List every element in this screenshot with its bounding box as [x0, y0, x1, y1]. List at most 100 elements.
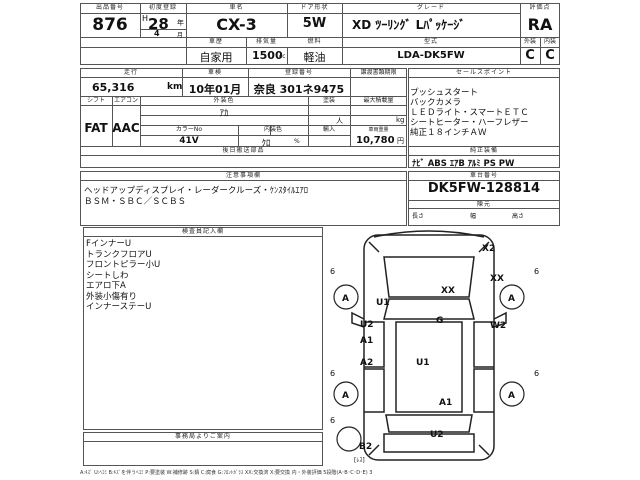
chassis-label: 車台番号	[469, 172, 498, 179]
mark-b2: B2	[359, 442, 372, 452]
mark-u2: U2	[360, 320, 374, 330]
inspector-note: インナーステーU	[86, 302, 152, 312]
year-unit: 年	[177, 19, 184, 27]
mark-a: A	[508, 391, 515, 401]
left-front-door	[364, 321, 385, 368]
mark-a: A	[342, 294, 349, 304]
auction-sheet: 出品番号 初度登録 車名 ドア形状 グレード 評価点 876 H 28 年 4 …	[80, 3, 560, 477]
tire-mark-spare: 6	[330, 416, 335, 425]
type-label: 型式	[423, 38, 438, 45]
trunk	[383, 433, 475, 453]
selling-point: バックカメラ	[410, 98, 462, 108]
front-bumper	[373, 230, 485, 238]
usage-label: 車歴	[208, 38, 223, 45]
ac-label: エアコン	[113, 97, 138, 104]
color-no-value: 41V	[179, 136, 199, 146]
weight-value: 10,780	[356, 135, 395, 146]
shift-value: FAT	[84, 121, 108, 135]
length-label: 長さ	[412, 213, 425, 220]
inspection-value: 10年01月	[188, 83, 242, 96]
reizu-mark: [ﾚｽ]	[354, 457, 365, 464]
interior-color-label: 内装色	[263, 126, 282, 133]
left-mirror	[351, 311, 365, 328]
transfer-label: 譲渡書類期限	[360, 69, 397, 76]
mark-a2: A2	[360, 358, 373, 368]
mark-g: G	[436, 316, 443, 326]
inspector-note: 外装小傷有り	[86, 291, 138, 302]
inspector-note: フロントピラー小U	[86, 260, 161, 270]
tire-left-front	[333, 284, 359, 310]
inspector-note: シートしわ	[86, 270, 129, 281]
lot-no-label: 出品番号	[95, 4, 124, 11]
shift-label: シフト	[86, 97, 105, 104]
reg-year: 28	[148, 15, 169, 33]
ac-value: AAC	[112, 121, 140, 135]
notes-label: 注意事項欄	[225, 172, 261, 179]
mark-a: A	[508, 294, 515, 304]
ext-label: 外装	[523, 38, 536, 45]
car-damage-diagram: 6 6 6 6 6 A A A A X2 XX XX U1 G U2 A1 W2…	[330, 230, 539, 464]
displacement-value: 1500	[252, 49, 283, 62]
mark-a1: A1	[439, 398, 452, 408]
exterior-color-value: ｱｶ	[219, 109, 229, 119]
reg-no-value: 奈良 301ネ9475	[253, 83, 345, 96]
displacement-label: 排気量	[255, 38, 277, 45]
mark-u1: U1	[376, 298, 390, 308]
note-line: ＢＳＭ・ＳＢＣ／ＳＣＢＳ	[84, 197, 187, 207]
selling-point: プッシュスタート	[410, 88, 479, 98]
mark-a1: A1	[360, 336, 373, 346]
kg-unit: kg	[396, 116, 405, 124]
inspector-note: FインナーU	[86, 239, 132, 249]
score-value: RA	[527, 15, 553, 34]
weight-unit: 円	[397, 137, 404, 145]
car-outline	[363, 234, 495, 461]
inspector-note: エアロ下A	[86, 281, 126, 291]
header-block	[80, 3, 560, 65]
genuine-label: 純正装備	[469, 147, 498, 154]
width-label: 幅	[470, 213, 477, 220]
specs-block	[80, 68, 407, 168]
original-label: 塗装	[322, 97, 335, 104]
mileage-unit: km	[167, 82, 183, 92]
exterior-color-label: 外装色	[213, 97, 235, 104]
selling-point: シートヒーター・ハーフレザー	[410, 118, 529, 128]
ext-grade: C	[525, 48, 535, 63]
door-label: ドア形状	[300, 4, 329, 11]
model-name: CX-3	[216, 15, 257, 34]
right-rear-door	[473, 368, 494, 413]
inspection-label: 車検	[207, 69, 222, 76]
rear-equipment-label: 後日搬送部品	[222, 147, 265, 154]
inspector-notes-list: FインナーU トランクフロアU フロントピラー小U シートしわ エアロ下A 外装…	[86, 239, 160, 313]
era: H	[142, 14, 149, 23]
displacement-unit: cc	[279, 53, 286, 60]
grade-value: XD ﾂｰﾘﾝｸﾞ Lﾊﾟｯｹｰｼﾞ	[352, 18, 466, 32]
mark-u2: U2	[430, 430, 444, 440]
windshield	[383, 298, 475, 320]
selling-point: ＬＥＤライト・スマートＥＴＣ	[410, 108, 529, 118]
door-type: 5W	[302, 16, 327, 31]
import-label: 輸入	[322, 126, 335, 133]
score-label: 評価点	[529, 4, 551, 11]
hood	[383, 256, 475, 298]
corner-marks	[368, 241, 490, 456]
tire-right-front	[499, 284, 525, 310]
tire-mark-rf: 6	[534, 267, 539, 276]
chassis-number: DK5FW-128814	[427, 181, 541, 196]
fuel-value: 軽油	[303, 51, 326, 64]
fuel-label: 燃料	[307, 38, 322, 45]
right-mirror	[493, 311, 507, 328]
note-line: ヘッドアップディスプレイ・レーダークルーズ・ｹﾝｽﾀｲﾙｴｱﾛ	[84, 186, 308, 196]
inspector-label: 検査員記入欄	[181, 228, 224, 235]
lot-number: 876	[92, 15, 128, 35]
grade-label: グレード	[416, 4, 445, 11]
mark-xx: XX	[490, 274, 504, 284]
right-front-door	[473, 321, 494, 368]
model-label: 車名	[229, 4, 244, 11]
usage-value: 自家用	[199, 51, 233, 64]
inspector-block	[83, 227, 323, 430]
mileage-value: 65,316	[92, 81, 135, 94]
tire-right-rear	[499, 381, 525, 407]
persons-unit: 人	[336, 117, 343, 125]
selling-points-label: セールスポイント	[455, 69, 512, 76]
reg-no-label: 登録番号	[284, 69, 313, 76]
